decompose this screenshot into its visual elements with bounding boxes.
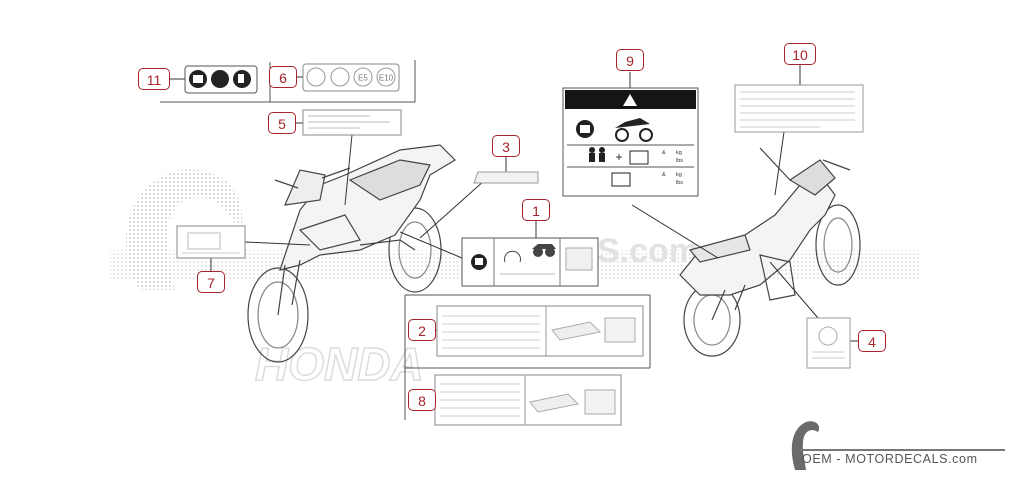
- no-gas-icon: [330, 67, 350, 87]
- plus-sign: +: [615, 150, 622, 164]
- amp-1: &: [662, 150, 666, 156]
- wrench-service-icon: [211, 70, 229, 88]
- callout-3: 3: [492, 135, 520, 157]
- decal-9: + & kg lbs & kg lbs: [562, 87, 699, 197]
- callout-8: 8: [408, 389, 436, 411]
- decal-11: [184, 65, 258, 94]
- passenger-icon: [599, 147, 605, 153]
- lbs-2: lbs: [676, 180, 683, 186]
- callout-6: 6: [269, 66, 297, 88]
- decal-3: [473, 171, 539, 184]
- e10-label: E10: [379, 74, 394, 83]
- motorcycle-icon: [533, 247, 543, 257]
- kg-1: kg: [676, 150, 682, 156]
- decal-1: [461, 237, 599, 287]
- motorcycle-load-icon: [615, 128, 629, 142]
- fuel-pump-outline-icon: [306, 67, 326, 87]
- amp-2: &: [662, 172, 666, 178]
- leader-lines: [170, 65, 858, 401]
- rider-icon: [589, 147, 595, 153]
- watermark-text: OEM - MOTORDECALS.com: [802, 452, 978, 466]
- decal-10: [734, 84, 864, 133]
- chain-adjust-icon: [551, 321, 602, 341]
- warning-icon: [623, 94, 637, 106]
- callout-11: 11: [138, 68, 170, 90]
- lbs-1: lbs: [676, 158, 683, 164]
- callout-1: 1: [522, 199, 550, 221]
- motordecals-logo: [791, 421, 820, 470]
- decal-7: [176, 225, 246, 259]
- bg-brand-text: HONDA: [255, 338, 424, 390]
- callout-9: 9: [616, 49, 644, 71]
- watermark-rule: [800, 449, 1005, 451]
- callout-2: 2: [408, 319, 436, 341]
- tire-pressure-icon: [504, 250, 521, 263]
- callout-5: 5: [268, 112, 296, 134]
- no-symbol-icon: [818, 326, 838, 346]
- decal-6: E5 E10: [302, 63, 400, 92]
- e5-label: E5: [358, 74, 368, 83]
- decal-2: [436, 305, 644, 357]
- callout-4: 4: [858, 330, 886, 352]
- callout-7: 7: [197, 271, 225, 293]
- decal-4: [806, 317, 851, 369]
- motorcycle-front-view: [247, 144, 456, 363]
- chain-adjust-icon-8: [529, 393, 580, 413]
- kg-2: kg: [676, 172, 682, 178]
- luggage-icon: [629, 150, 649, 165]
- chain-diagram-icon: [565, 247, 593, 271]
- motorcycle-rear-view: [679, 147, 861, 357]
- decal-8: [434, 374, 622, 426]
- callout-10: 10: [784, 43, 816, 65]
- luggage-icon-2: [611, 172, 631, 187]
- decal-5: [302, 109, 402, 136]
